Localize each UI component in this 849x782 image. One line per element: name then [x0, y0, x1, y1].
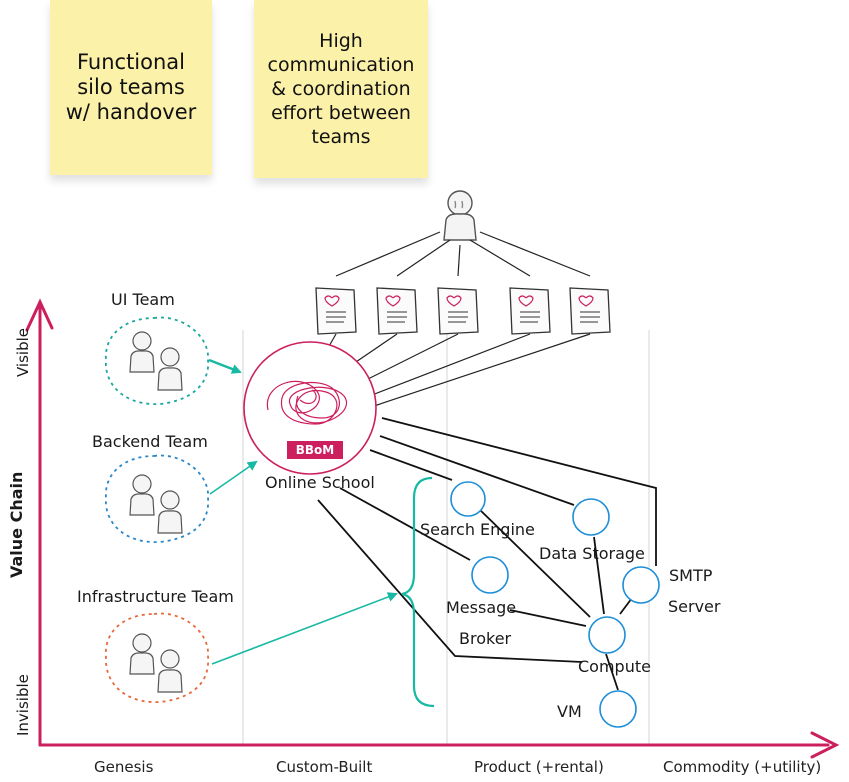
user-doc-links: [335, 231, 591, 277]
smtp-server-node: [622, 566, 660, 604]
smtp-server-label-line2: Server: [668, 597, 721, 616]
bbom-smtp-link: [381, 417, 657, 566]
online-school-label: Online School: [265, 473, 375, 492]
ui-team-arrow: [208, 358, 242, 374]
compute-node: [588, 616, 626, 654]
axes: [25, 298, 840, 759]
datastorage-compute-link: [593, 536, 605, 615]
infrastructure-team-group: [105, 612, 210, 703]
user-icon: [129, 474, 155, 516]
bbom-badge: BBoM: [287, 441, 343, 459]
infrastructure-team-label: Infrastructure Team: [77, 587, 234, 606]
document-heart-icon: [569, 287, 611, 335]
sticky-note-communication-effort: High communication & coordination effort…: [254, 0, 428, 178]
user-icon: [157, 347, 183, 391]
search-engine-label: Search Engine: [420, 520, 535, 539]
document-heart-icon: [315, 287, 357, 335]
document-heart-icon: [376, 287, 418, 335]
y-axis-visible-label: Visible: [14, 328, 32, 377]
user-icon: [129, 633, 155, 675]
dependency-lines: [317, 417, 657, 691]
school-compute-link: [317, 499, 583, 663]
message-compute-link: [509, 609, 587, 627]
y-axis-invisible-label: Invisible: [14, 674, 32, 736]
search-engine-node: [450, 481, 486, 517]
user-icon: [129, 331, 155, 373]
bbom-search-link: [369, 449, 453, 481]
bbom-datastorage-link: [379, 435, 575, 506]
backend-team-arrow: [209, 460, 258, 495]
document-heart-icon: [509, 287, 551, 335]
message-broker-node: [471, 556, 509, 594]
search-compute-link: [477, 507, 591, 618]
backend-team-label: Backend Team: [92, 432, 208, 451]
infra-team-arrow: [211, 592, 398, 665]
component-nodes: [450, 481, 660, 728]
stage-dividers: [242, 330, 650, 745]
data-storage-node: [572, 498, 610, 536]
school-message-link: [339, 487, 471, 561]
message-broker-label-line1: Message: [446, 598, 517, 617]
stage-label-custom-built: Custom-Built: [276, 758, 373, 776]
user-icon: [443, 190, 477, 241]
y-axis-title: Value Chain: [7, 471, 26, 578]
bbom-node: [243, 341, 377, 475]
compute-vm-link: [605, 653, 619, 691]
stage-label-commodity: Commodity (+utility): [663, 758, 822, 776]
stage-label-product: Product (+rental): [474, 758, 604, 776]
vm-label: VM: [557, 702, 582, 721]
vm-node: [599, 690, 637, 728]
stage-label-genesis: Genesis: [94, 758, 154, 776]
user-icon: [157, 649, 183, 693]
doc-bbom-links: [319, 333, 591, 407]
smtp-compute-link: [619, 597, 633, 615]
y-axis-arrow: [25, 298, 54, 332]
ui-team-group: [105, 316, 209, 405]
big-ball-of-mud-scribble: [266, 380, 347, 425]
data-storage-label: Data Storage: [539, 544, 645, 563]
document-heart-icon: [437, 287, 479, 335]
smtp-server-label-line1: SMTP: [669, 566, 713, 585]
x-axis-arrow: [810, 731, 840, 759]
message-broker-label-line2: Broker: [459, 629, 512, 648]
compute-label: Compute: [578, 657, 651, 676]
user-icon: [157, 490, 183, 534]
backend-team-group: [105, 454, 210, 543]
capability-brace: [401, 476, 435, 708]
sticky-note-silo-teams: Functional silo teams w/ handover: [50, 0, 212, 175]
team-arrows: [208, 358, 398, 665]
ui-team-label: UI Team: [111, 290, 175, 309]
